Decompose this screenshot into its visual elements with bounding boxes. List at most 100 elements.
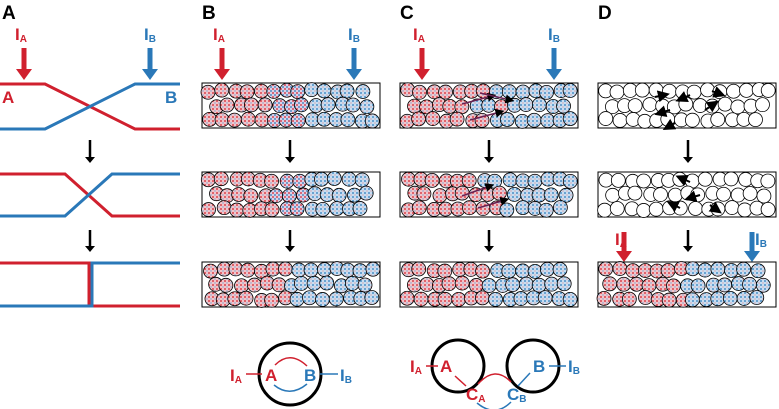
cell-strip-d3-cell	[755, 277, 771, 293]
cell-strip-d3-cell	[596, 290, 612, 306]
cell-strip-b1-cell	[320, 97, 336, 112]
migration-arrow-3	[711, 86, 726, 98]
cell-strip-d1-cell	[678, 96, 694, 112]
cell-strip-c3-cell	[437, 291, 453, 307]
cell-strip-b3-cell	[265, 261, 281, 277]
cell-strip-b3-cell	[277, 261, 293, 277]
cell-strip-c2-cell	[424, 172, 440, 188]
cell-strip-c2-cell	[416, 186, 432, 202]
cell-strip-c1-cell	[499, 112, 515, 127]
cell-strip-c1-cell	[481, 97, 497, 113]
cell-strip-d1-cell	[686, 84, 702, 100]
node-a-c: A	[440, 357, 452, 376]
cell-strip-c3-cell	[562, 292, 578, 307]
cell-strip-c1-cell	[562, 83, 578, 98]
cell-strip-d1-cell	[684, 112, 700, 128]
cell-strip-d3-cell	[612, 261, 628, 276]
cell-strip-d2-cell	[723, 171, 739, 187]
cell-strip-c3-cell	[419, 277, 435, 292]
cell-strip-c3-cell	[531, 277, 547, 293]
input-b-label: IB	[340, 366, 352, 386]
cell-strip-b2-cell	[358, 185, 374, 201]
cell-strip-b1-cell	[304, 82, 319, 98]
cell-strip-c1-cell	[501, 84, 517, 100]
cell-strip-c2-cell	[562, 173, 578, 189]
panel-label-c: C	[400, 3, 414, 24]
migration-arrow-4	[704, 100, 719, 113]
panel-label-a: A	[2, 3, 16, 24]
cell-strip-d1-cell	[710, 112, 726, 127]
cell-strip-c2-cell	[506, 187, 522, 202]
cell-strip-b3-cell	[317, 262, 332, 277]
node-ca: CA	[466, 385, 486, 405]
cell-strip-b2-cell	[243, 188, 259, 204]
cell-strip-c2-cell	[502, 172, 518, 188]
cell-strip-c3-cell	[475, 290, 490, 306]
migration-arrow-1	[654, 105, 671, 118]
cell-strip-c1-cell	[475, 83, 491, 99]
cell-strip-b1-cell	[359, 99, 375, 115]
cell-strip-d1-cell	[748, 112, 763, 128]
cell-strip-b3-cell	[352, 263, 368, 279]
step-arrow-2-2-head	[484, 246, 494, 252]
cell-strip-c2-cell	[454, 185, 470, 201]
panel-a-profiles	[0, 82, 180, 308]
panel-label-b: B	[202, 3, 216, 24]
cell-strip-d2-cell	[756, 188, 772, 204]
cell-strip-c3-cell	[537, 290, 553, 306]
schematic-single-cell: IA A B IB	[230, 341, 352, 407]
cell-strip-c2-cell	[462, 200, 477, 216]
cell-strip-c3-cell	[552, 262, 568, 277]
cell-strip-b1-cell	[214, 112, 230, 128]
cell-strip-d3-cell	[736, 261, 751, 277]
cell-strip-b3-cell	[247, 277, 262, 293]
cell-strip-c1-cell	[515, 84, 531, 100]
cell-strip-b1-cell	[214, 82, 230, 98]
cell-strip-d2-cell	[636, 203, 652, 218]
input-a-label-1: IA	[213, 25, 225, 45]
signal-arrow-4	[477, 196, 510, 209]
cell-strip-b2-cell	[354, 172, 370, 188]
cell-strip-b1-cell	[340, 112, 356, 128]
cell-strip-d3-cell	[697, 262, 713, 278]
cell-strip-d1-cell	[717, 96, 733, 112]
input-a-label: IA	[230, 366, 242, 386]
cell-strip-d3-cell	[750, 263, 766, 279]
cell-strip-c2-cell	[401, 171, 416, 187]
input-b-label-c: IB	[568, 357, 580, 377]
cell-strip-b1-cell	[355, 84, 371, 99]
cell-strip-d3-cell	[629, 276, 644, 292]
cell-strip-b1-cell	[290, 113, 306, 128]
cell-strip-c1-cell	[425, 111, 441, 126]
node-b-c: B	[533, 357, 545, 376]
cell-strip-c1-cell	[540, 113, 556, 129]
cell-strip-d3-cell	[722, 291, 738, 306]
cell-strip-c2-cell	[411, 200, 427, 216]
cell-strip-d1-cell	[700, 82, 715, 98]
cell-strip-b3-cell	[264, 292, 280, 308]
cell-strip-b1-cell	[290, 84, 306, 100]
cell-strip-d3-cell	[625, 263, 641, 279]
cell-strip-d3-cell	[602, 276, 618, 292]
step-arrow-1-2-head	[285, 246, 295, 252]
cell-strip-d1-cell	[730, 99, 746, 115]
cell-strip-d1-cell	[755, 97, 770, 113]
cell-strip-c2-cell	[432, 188, 448, 204]
cell-strip-c3-cell	[454, 275, 470, 291]
cell-strip-b3-cell	[240, 262, 256, 278]
step-arrow-3-1-head	[683, 157, 693, 163]
cell-strip-b1-cell	[254, 83, 269, 99]
cell-strip-c2-cell	[543, 187, 559, 203]
cell-strip-c1-cell	[531, 97, 547, 113]
cell-strip-d2-cell	[627, 185, 643, 201]
cell-strip-c2-cell	[461, 173, 477, 188]
cell-strip-d3-cell	[710, 261, 726, 277]
cell-strip-c1-cell	[438, 84, 453, 100]
cell-strip-d1-cell	[760, 83, 776, 98]
profile-b-row1	[0, 82, 180, 131]
signal-arrow-1	[469, 108, 505, 121]
cell-strip-b2-cell	[281, 188, 297, 204]
cell-strip-b1-cell	[219, 97, 235, 113]
migration-arrow-7	[684, 190, 701, 203]
